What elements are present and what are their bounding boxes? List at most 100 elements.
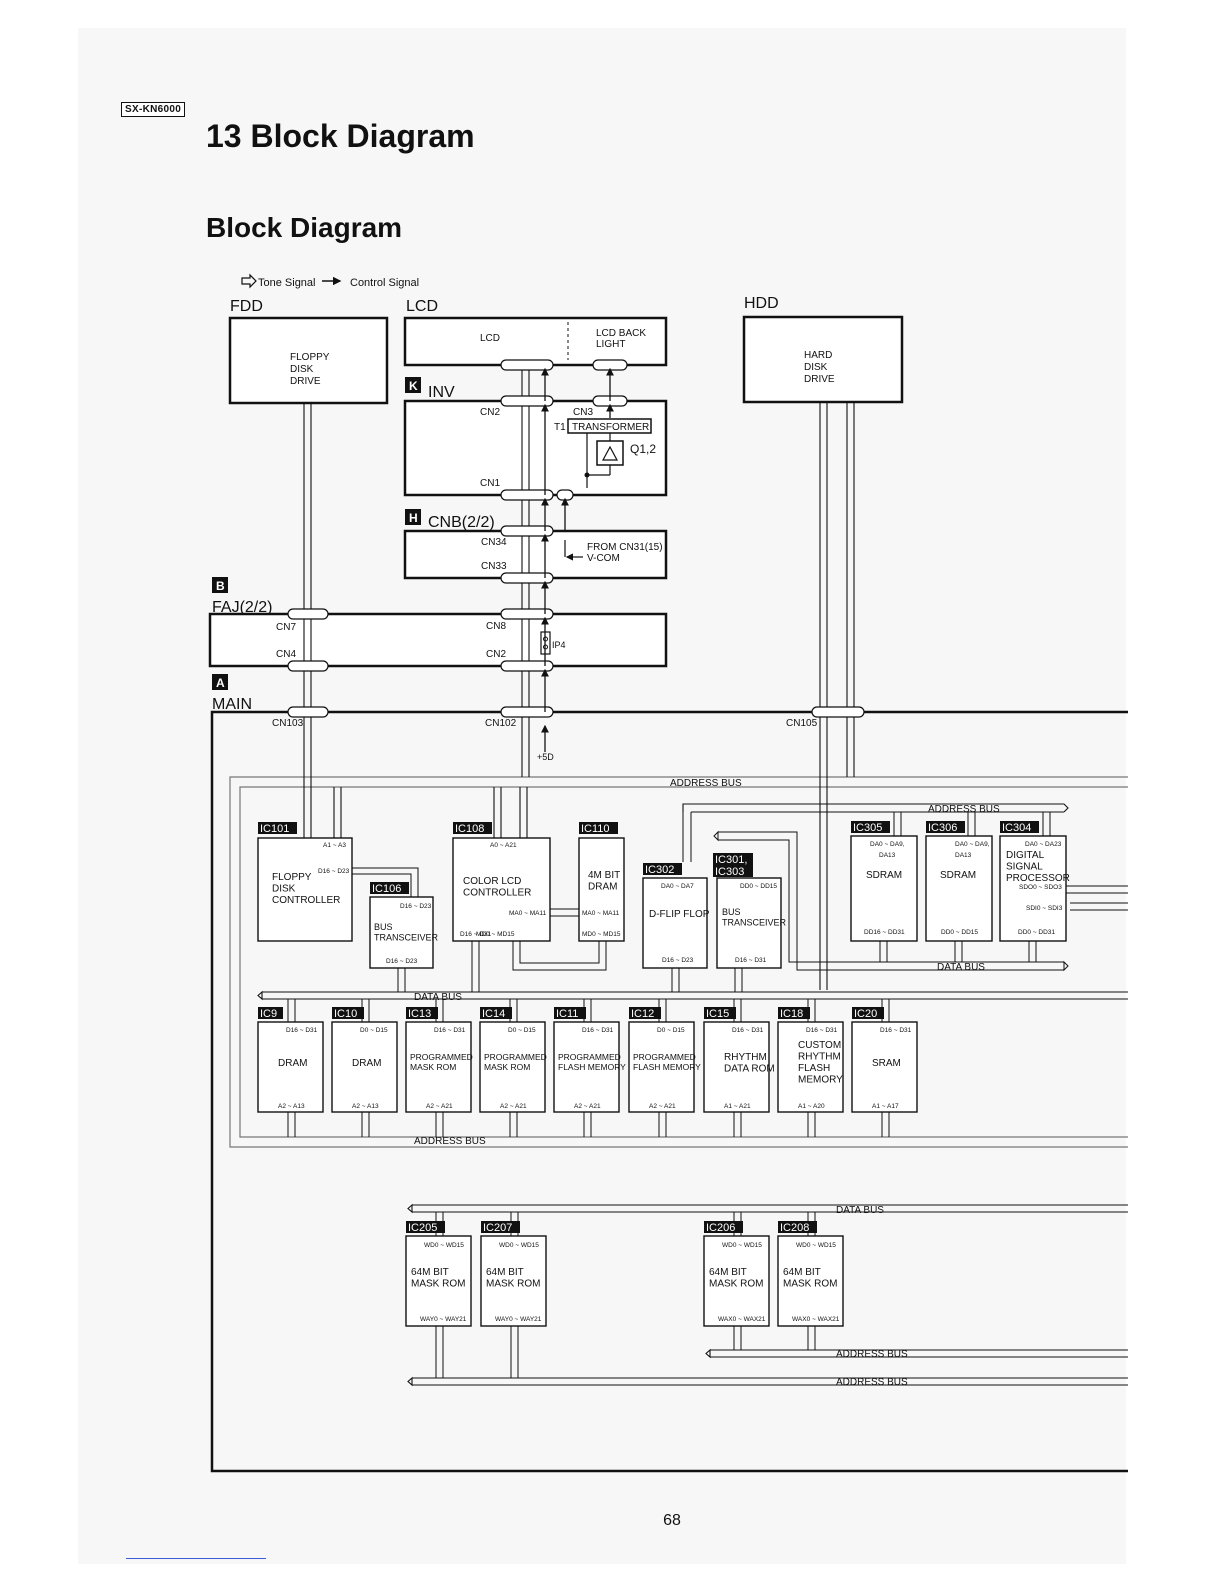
floppy-disk-drive-box bbox=[228, 316, 389, 405]
ic15-label: IC15 bbox=[706, 1008, 729, 1020]
hard-disk-drive-box bbox=[742, 315, 904, 404]
wave-address-bus-x bbox=[710, 1349, 1128, 1358]
ic108-pin-2: D16 ~ D31 bbox=[460, 931, 492, 938]
ic305-name: SDRAM bbox=[866, 870, 902, 881]
ic20-label-badge bbox=[852, 1007, 884, 1019]
hdd-title: HDD bbox=[744, 295, 779, 312]
inv-cn2-connector bbox=[500, 395, 554, 407]
ic10-name: DRAM bbox=[352, 1058, 381, 1069]
ic305-box bbox=[850, 835, 918, 942]
faj-cn8-connector bbox=[500, 608, 554, 620]
ic13-box bbox=[405, 1021, 472, 1113]
ic10-pin-0: D0 ~ D15 bbox=[360, 1027, 388, 1034]
ic207-pin-0: WD0 ~ WD15 bbox=[499, 1242, 539, 1249]
transformer-label: TRANSFORMER bbox=[572, 422, 649, 433]
ic302-pin-0: DA0 ~ DA7 bbox=[661, 883, 694, 890]
ic20-name: SRAM bbox=[872, 1058, 901, 1069]
ic108-ic110-md-link bbox=[512, 941, 607, 971]
ic106-pin-0: D16 ~ D23 bbox=[400, 903, 432, 910]
cnb-letter-badge bbox=[405, 509, 421, 525]
ic18-pin-1: A1 ~ A20 bbox=[798, 1103, 825, 1110]
q12-box bbox=[596, 440, 624, 466]
address-bus-top-label: ADDRESS BUS bbox=[670, 778, 742, 789]
main-cn103-connector bbox=[287, 706, 329, 718]
ic306-name: SDRAM bbox=[940, 870, 976, 881]
q12-triangle-icon bbox=[601, 445, 619, 461]
ic15-pin-1: A1 ~ A21 bbox=[724, 1103, 751, 1110]
ic207-pin-1: WAY0 ~ WAY21 bbox=[495, 1316, 542, 1323]
ic306-pin-0: DA0 ~ DA9, bbox=[955, 841, 990, 848]
ic207-label: IC207 bbox=[483, 1222, 512, 1234]
ic305-label-badge bbox=[851, 821, 890, 833]
ic306-pin-1: DA13 bbox=[955, 852, 972, 859]
ic302-label: IC302 bbox=[645, 864, 674, 876]
cnb-cn33-connector bbox=[500, 572, 554, 584]
ic101-box bbox=[257, 837, 353, 942]
faj-cn4-connector bbox=[287, 660, 329, 672]
ic9-name: DRAM bbox=[278, 1058, 307, 1069]
ic205-box bbox=[405, 1235, 472, 1327]
ic305-pin-2: DD16 ~ DD31 bbox=[864, 929, 905, 936]
ic101-pin-0: A1 ~ A3 bbox=[323, 842, 346, 849]
main-title: MAIN bbox=[212, 696, 252, 713]
faj-cn7-label: CN7 bbox=[276, 622, 296, 633]
ic101-pin-1: D16 ~ D23 bbox=[318, 868, 350, 875]
ic110-pin-0: MA0 ~ MA11 bbox=[582, 910, 620, 917]
ic108-pin-0: A0 ~ A21 bbox=[490, 842, 517, 849]
legend-control-signal: Control Signal bbox=[350, 277, 419, 289]
ic20-label: IC20 bbox=[854, 1008, 877, 1020]
ic11-label: IC11 bbox=[556, 1008, 578, 1020]
ic110-pin-1: MD0 ~ MD15 bbox=[582, 931, 621, 938]
ic205-pin-0: WD0 ~ WD15 bbox=[424, 1242, 464, 1249]
ic10-label-badge bbox=[332, 1007, 364, 1019]
lcd-box bbox=[403, 316, 668, 367]
address-bus-dsp-label: ADDRESS BUS bbox=[928, 804, 1000, 815]
ic302-name: D-FLIP FLOP bbox=[649, 909, 710, 920]
subsection-title: Block Diagram bbox=[206, 212, 403, 243]
faj-cn4-label: CN4 bbox=[276, 649, 296, 660]
inv-cn1-label: CN1 bbox=[480, 478, 500, 489]
ic206-label: IC206 bbox=[706, 1222, 735, 1234]
ic15-label-badge bbox=[704, 1007, 736, 1019]
ic302-label-badge bbox=[643, 863, 682, 875]
hard-disk-drive-label: HARD DISK DRIVE bbox=[804, 350, 835, 385]
ic108-label-badge bbox=[453, 822, 492, 834]
model-badge: SX-KN6000 bbox=[121, 102, 186, 117]
ic18-pin-0: D16 ~ D31 bbox=[806, 1027, 838, 1034]
ic206-label-badge bbox=[704, 1221, 743, 1233]
tone-signal-arrow-icon bbox=[241, 273, 257, 289]
ic301-label2-badge bbox=[713, 865, 753, 877]
cnb-title: CNB(2/2) bbox=[428, 514, 495, 531]
ic302-box bbox=[642, 877, 708, 969]
ic301-label-badge bbox=[713, 853, 753, 865]
main-cn103-label: CN103 bbox=[272, 718, 304, 729]
cnb-cn34-label: CN34 bbox=[481, 537, 507, 548]
ic11-pin-1: A2 ~ A21 bbox=[574, 1103, 601, 1110]
ic208-label-badge bbox=[778, 1221, 817, 1233]
ic12-label: IC12 bbox=[631, 1008, 654, 1020]
ic304-pin-1: SDO0 ~ SDO3 bbox=[1019, 884, 1062, 891]
ic301-pin-0: DD0 ~ DD15 bbox=[740, 883, 777, 890]
ic206-box bbox=[703, 1235, 770, 1327]
ic13-pin-1: A2 ~ A21 bbox=[426, 1103, 453, 1110]
